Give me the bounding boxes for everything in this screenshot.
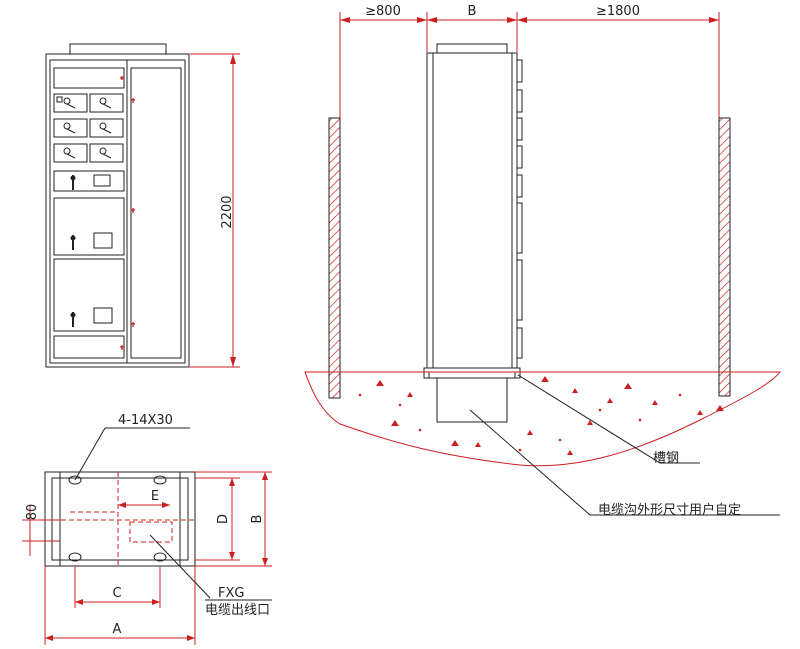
dim-D-label: D — [216, 514, 231, 524]
bottom-compartment — [53, 335, 125, 359]
channel-steel-label: 槽钢 — [653, 451, 679, 466]
side-cabinet — [426, 52, 518, 369]
height-label: 2200 — [220, 195, 235, 228]
channel-steel — [423, 367, 521, 379]
base-frame — [44, 471, 196, 567]
side-top-plate — [436, 43, 508, 54]
front-clearance-label: ≥800 — [365, 4, 401, 19]
front-top-plate — [69, 43, 167, 55]
rear-wall — [718, 117, 731, 397]
cable-trench-label: 电缆沟外形尺寸用户自定 — [598, 502, 741, 518]
drawer-grid — [53, 93, 124, 163]
bolt-holes-label: 4-14X30 — [118, 413, 173, 428]
rear-clearance-label: ≥1800 — [596, 4, 640, 19]
height-dimension: 2200 — [190, 53, 240, 368]
cable-trench — [436, 377, 508, 423]
right-cable-compartment — [130, 67, 182, 359]
front-cabinet-frame — [45, 53, 190, 368]
base-plan: 4-14X30 80 E D B C — [22, 413, 272, 645]
drawer-medium — [53, 170, 125, 192]
outlet-label: 电缆出线口 — [205, 602, 270, 618]
top-compartment — [53, 67, 125, 89]
dim-E-label: E — [151, 489, 159, 504]
dim-A-label: A — [113, 622, 122, 637]
ground-aggregate — [358, 376, 724, 455]
drawer-large-1 — [53, 197, 125, 256]
dim-80-label: 80 — [25, 504, 40, 521]
outlet-code-label: FXG — [218, 586, 244, 601]
dim-B-label: B — [250, 515, 265, 524]
front-view: 2200 — [45, 43, 240, 368]
ground-profile — [304, 371, 782, 467]
side-view: ≥800 B ≥1800 — [304, 4, 782, 518]
dim-C-label: C — [112, 586, 121, 601]
front-cabinet-inner — [49, 59, 186, 364]
front-wall — [328, 117, 341, 399]
cabinet-depth-label: B — [468, 4, 477, 19]
bolt-holes — [68, 475, 167, 562]
drawer-large-2 — [53, 258, 125, 332]
